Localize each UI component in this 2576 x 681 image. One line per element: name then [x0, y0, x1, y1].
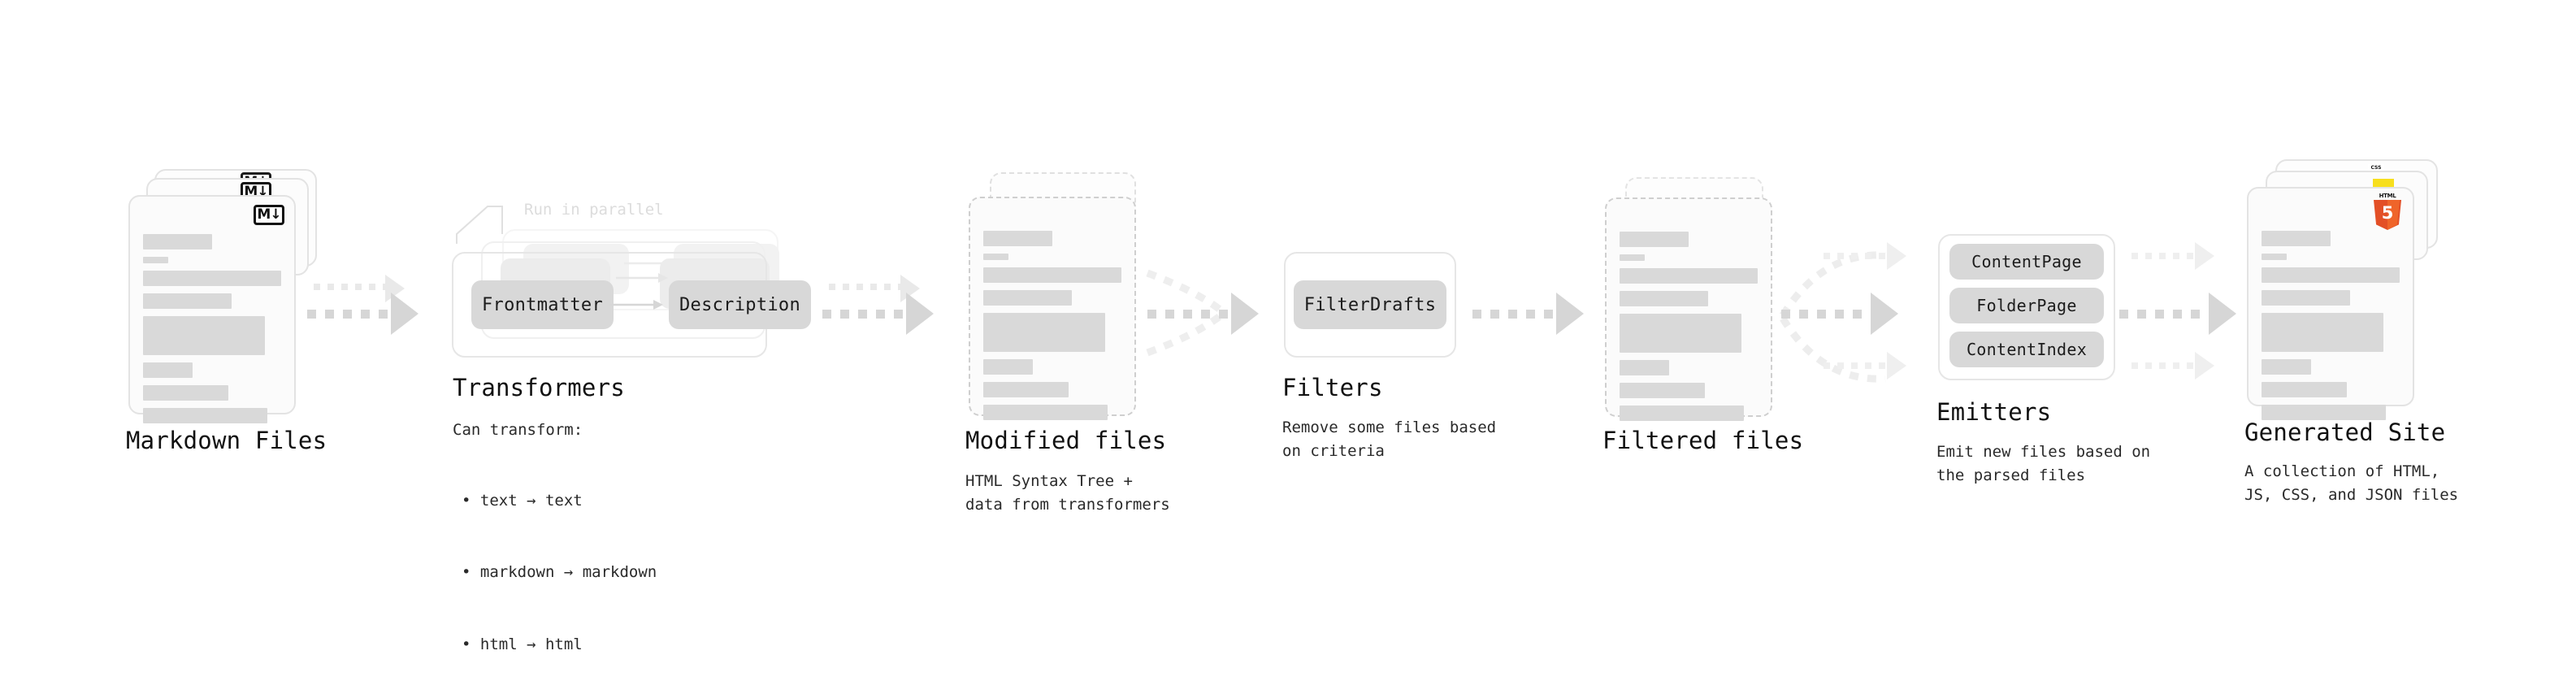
doc-line	[983, 290, 1072, 306]
doc-line	[1620, 383, 1706, 398]
html5-logo-icon: HTML 5	[2372, 193, 2403, 230]
stage-subtitle-modified-files: HTML Syntax Tree + data from transformer…	[965, 472, 1170, 514]
doc-line	[143, 293, 232, 309]
transformer-inner-arrow-back	[624, 258, 676, 268]
arrow-filtered-to-emitter-1	[1824, 242, 1945, 273]
html5-badge-shield: 5	[2374, 200, 2401, 230]
doc-placeholder-lines	[2262, 231, 2400, 420]
transformer-inner-arrow-mid	[616, 273, 668, 283]
arrow-filtered-to-emitter-2	[1781, 293, 1919, 337]
markdown-logo-icon: M↓	[254, 205, 284, 225]
doc-line	[1620, 268, 1758, 284]
parallel-label: Run in parallel	[524, 201, 664, 219]
arrow-modified-to-filters	[1147, 293, 1277, 337]
emitter-node-contentpage[interactable]: ContentPage	[1949, 244, 2104, 280]
doc-line	[143, 257, 168, 263]
doc-line	[2262, 405, 2386, 420]
doc-line	[2262, 313, 2383, 352]
doc-line	[1620, 360, 1670, 375]
doc-line	[143, 234, 212, 249]
stage-title-generated-site: Generated Site	[2244, 419, 2446, 446]
filter-node-filterdrafts[interactable]: FilterDrafts	[1294, 280, 1446, 329]
arrow-filters-to-filtered	[1472, 293, 1602, 337]
emitter-node-folderpage[interactable]: FolderPage	[1949, 288, 2104, 323]
doc-line	[1620, 232, 1689, 247]
doc-line	[2262, 359, 2312, 375]
doc-line	[1620, 406, 1744, 421]
stage-subtitle-generated-site: A collection of HTML, JS, CSS, and JSON …	[2244, 462, 2459, 504]
stage-subtitle-transformers: Can transform:	[453, 421, 583, 439]
arrow-emitters-to-site-1	[2131, 242, 2253, 273]
doc-placeholder-lines	[1620, 232, 1758, 421]
transformer-bullet-list: • text → text • markdown → markdown • ht…	[462, 441, 657, 680]
doc-line	[2262, 382, 2348, 397]
doc-line	[2262, 231, 2331, 246]
transformer-bullet-item: • html → html	[462, 635, 583, 653]
stage-title-filters: Filters	[1282, 374, 1383, 401]
doc-line	[983, 267, 1121, 283]
doc-line	[143, 316, 265, 355]
stage-title-modified-files: Modified files	[965, 427, 1167, 454]
arrow-transformers-to-modified	[822, 293, 952, 337]
doc-line	[143, 385, 229, 401]
emitter-node-contentindex[interactable]: ContentIndex	[1949, 332, 2104, 367]
stage-title-transformers: Transformers	[453, 374, 625, 401]
css-badge-label: CSS	[2370, 165, 2382, 171]
modified-card-front	[969, 197, 1136, 420]
stage-title-filtered-files: Filtered files	[1602, 427, 1804, 454]
arrow-filtered-to-emitter-3	[1824, 352, 1945, 383]
html5-badge-five: 5	[2381, 202, 2394, 223]
html5-badge-word: HTML	[2379, 193, 2396, 199]
stage-subtitle-emitters: Emit new files based on the parsed files	[1936, 443, 2151, 484]
site-card-front: HTML 5	[2247, 187, 2414, 420]
arrow-markdown-to-transformers	[307, 293, 437, 337]
doc-line	[983, 231, 1052, 246]
doc-line	[2262, 290, 2350, 306]
markdown-card-front: M↓	[128, 195, 296, 423]
arrow-emitters-to-site-3	[2131, 352, 2253, 383]
transformer-node-frontmatter[interactable]: Frontmatter	[471, 280, 614, 329]
arrow-emitters-to-site-2	[2119, 293, 2257, 337]
doc-line	[983, 313, 1105, 352]
doc-line	[2262, 254, 2287, 260]
doc-line	[1620, 314, 1741, 353]
doc-placeholder-lines	[143, 234, 281, 423]
doc-line	[1620, 291, 1708, 306]
doc-line	[2262, 267, 2400, 283]
doc-line	[143, 271, 281, 286]
doc-line	[143, 408, 267, 423]
transformer-bullet-item: • markdown → markdown	[462, 563, 657, 582]
doc-line	[143, 362, 193, 378]
filtered-card-front	[1605, 197, 1772, 421]
doc-line	[983, 359, 1034, 375]
stage-subtitle-filters: Remove some files based on criteria	[1282, 419, 1497, 460]
arrow-modified-to-filters-curve	[1146, 269, 1225, 357]
transformer-inner-arrow-front	[609, 300, 663, 310]
doc-line	[1620, 254, 1645, 261]
parallel-leader-line	[456, 206, 503, 244]
stage-title-markdown-files: Markdown Files	[126, 427, 327, 454]
doc-line	[983, 405, 1108, 420]
stage-title-emitters: Emitters	[1936, 398, 2052, 426]
doc-placeholder-lines	[983, 231, 1121, 420]
transformer-node-description[interactable]: Description	[669, 280, 811, 329]
transformer-bullet-item: • text → text	[462, 491, 583, 510]
doc-line	[983, 254, 1008, 260]
doc-line	[983, 382, 1069, 397]
